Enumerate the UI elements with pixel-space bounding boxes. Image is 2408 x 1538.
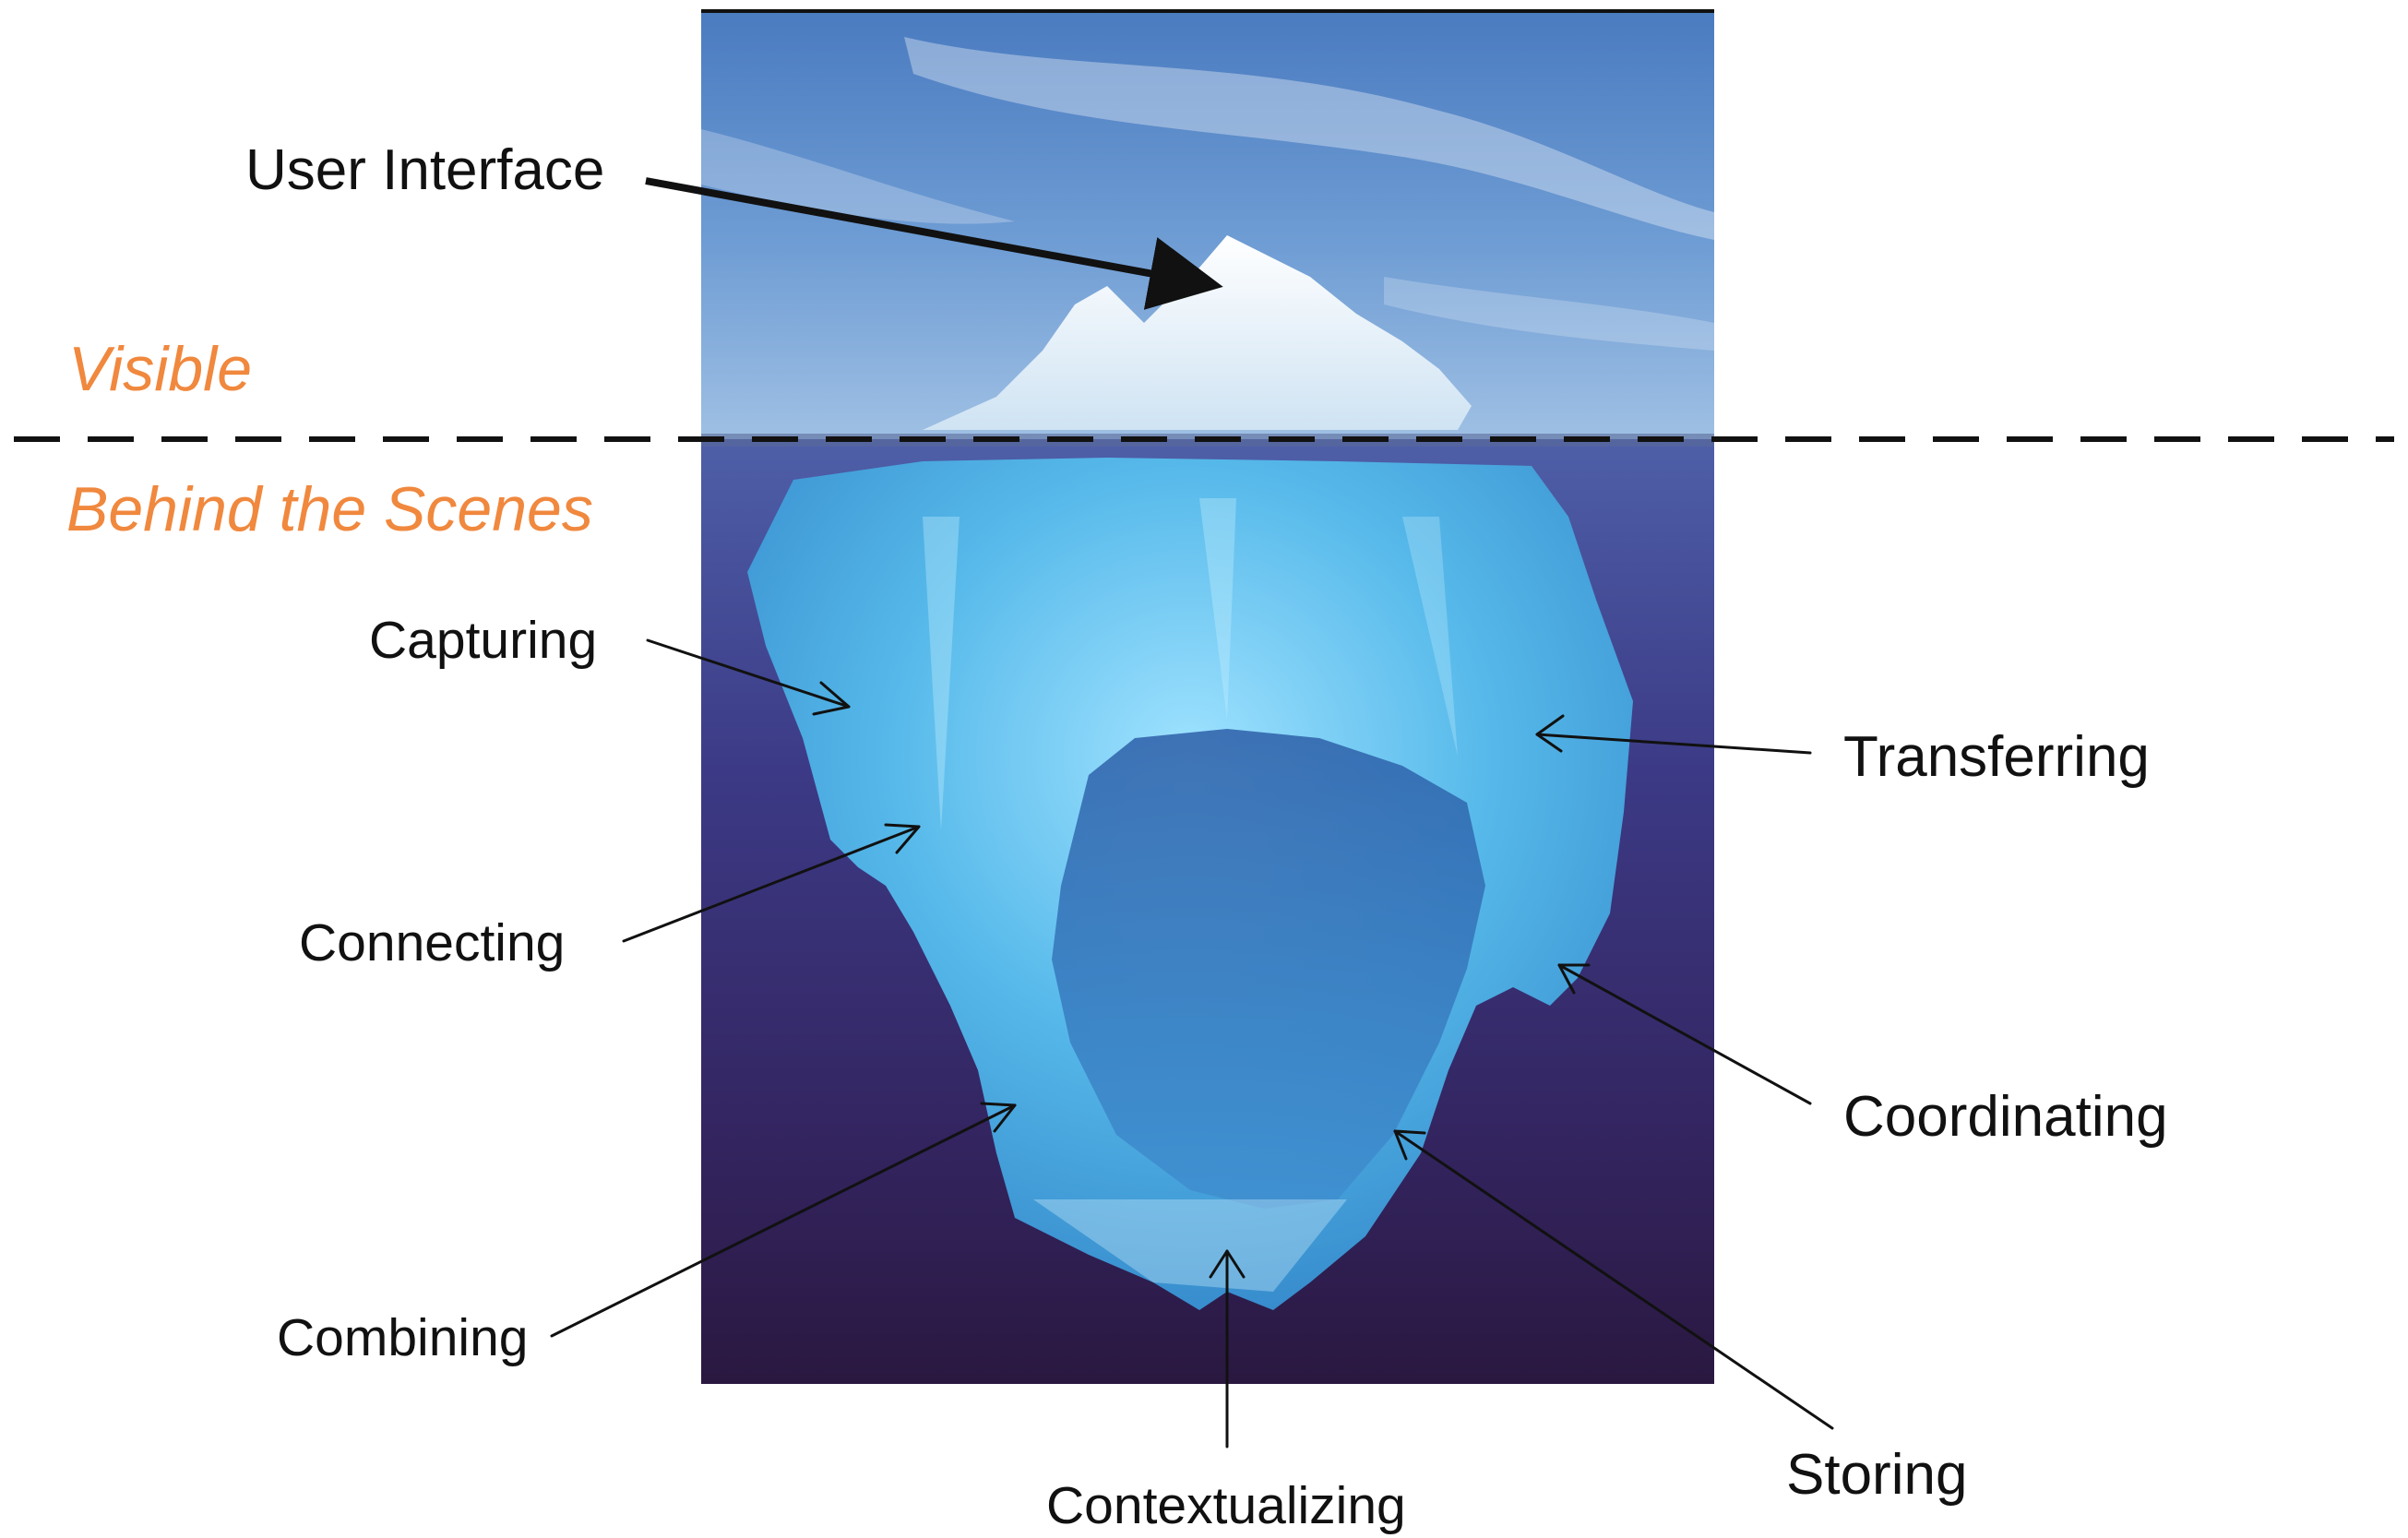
capturing-arrowhead — [812, 681, 851, 716]
storing-arrowhead — [1393, 1129, 1426, 1161]
label-transferring: Transferring — [1843, 725, 2150, 789]
label-coordinating: Coordinating — [1843, 1085, 2168, 1149]
storing-leader — [1393, 1129, 1834, 1430]
iceberg-cavity — [1052, 729, 1485, 1209]
zone-behind-label: Behind the Scenes — [66, 474, 593, 544]
coordinating-arrowhead — [1557, 963, 1591, 995]
iceberg-photo — [701, 11, 1714, 1384]
transferring-leader — [1535, 733, 1812, 755]
cloud — [701, 129, 1015, 224]
label-contextualizing: Contextualizing — [1046, 1476, 1406, 1535]
coordinating-leader — [1557, 963, 1812, 1105]
cloud — [1384, 277, 1714, 351]
label-connecting: Connecting — [299, 913, 566, 972]
label-capturing: Capturing — [369, 611, 598, 670]
combining-leader — [550, 1103, 1017, 1338]
connecting-arrowhead — [884, 823, 921, 854]
capturing-leader — [646, 638, 851, 709]
combining-arrowhead — [980, 1102, 1017, 1133]
contextualizing-arrowhead — [1209, 1249, 1246, 1279]
cloud — [904, 37, 1714, 240]
connecting-leader — [622, 825, 921, 943]
label-combining: Combining — [277, 1308, 529, 1367]
user-interface-arrow — [645, 177, 1223, 310]
label-storing: Storing — [1786, 1443, 1968, 1507]
transferring-arrowhead — [1535, 714, 1565, 753]
iceberg-tip — [923, 235, 1472, 430]
zone-visible-label: Visible — [68, 334, 253, 404]
label-user-interface: User Interface — [245, 138, 605, 202]
